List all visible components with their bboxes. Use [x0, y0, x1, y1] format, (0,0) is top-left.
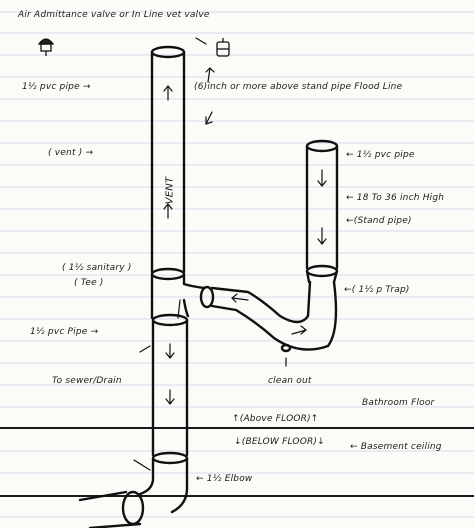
- vent-pipe-top: [150, 45, 186, 59]
- sanitary-tee-label-2: ( Tee ): [74, 278, 104, 288]
- stand-pipe-top: [305, 139, 339, 153]
- vent-label: ( vent ) →: [48, 148, 94, 158]
- flow-arrows: [133, 37, 327, 471]
- pipes: [78, 45, 339, 528]
- lower-pipe-top: [151, 313, 189, 327]
- notebook-rules: [0, 11, 474, 518]
- elbow: [138, 456, 189, 514]
- inch-high-label: ← 18 To 36 inch High: [346, 193, 445, 203]
- clean-out-label: clean out: [268, 376, 312, 386]
- stand-pipe: [305, 144, 339, 270]
- air-admittance-label: Air Admittance valve or In Line vet valv…: [18, 10, 210, 20]
- vent-stack: [150, 50, 186, 274]
- sanitary-tee-top: [150, 267, 186, 281]
- stand-pipe-bottom: [305, 264, 339, 278]
- six-inch-label: (6)inch or more above stand pipe Flood L…: [194, 82, 403, 92]
- air-admittance-valve-icon: [37, 38, 55, 56]
- sewer-drain-label: To sewer/Drain: [52, 376, 122, 386]
- drain-pipe: [151, 318, 189, 457]
- pvc-pipe-mid-label: 1½ pvc Pipe →: [30, 327, 99, 337]
- pvc-pipe-left-label: 1½ pvc pipe →: [22, 82, 91, 92]
- trap-clean-out: [280, 343, 292, 353]
- inline-vent-valve-icon: [216, 38, 230, 57]
- p-trap-label: ←( 1½ p Trap): [344, 285, 410, 295]
- stand-pipe-label: ←(Stand pipe): [346, 216, 412, 226]
- elbow-top: [151, 451, 189, 465]
- vent-text: VENT: [164, 176, 176, 205]
- tee-outlet: [199, 285, 215, 309]
- pvc-pipe-right-label: ← 1½ pvc pipe: [346, 150, 415, 160]
- trap-arm: [210, 280, 338, 351]
- bathroom-floor-label: Bathroom Floor: [362, 398, 435, 408]
- basement-ceiling-label: ← Basement ceiling: [350, 442, 442, 452]
- elbow-label: ← 1½ Elbow: [196, 474, 253, 484]
- sanitary-tee: [150, 272, 206, 320]
- above-floor-label: ↑(Above FLOOR)↑: [232, 414, 319, 424]
- sanitary-tee-label: ( 1½ sanitary ): [62, 263, 132, 273]
- below-floor-label: ↓(BELOW FLOOR)↓: [234, 437, 325, 447]
